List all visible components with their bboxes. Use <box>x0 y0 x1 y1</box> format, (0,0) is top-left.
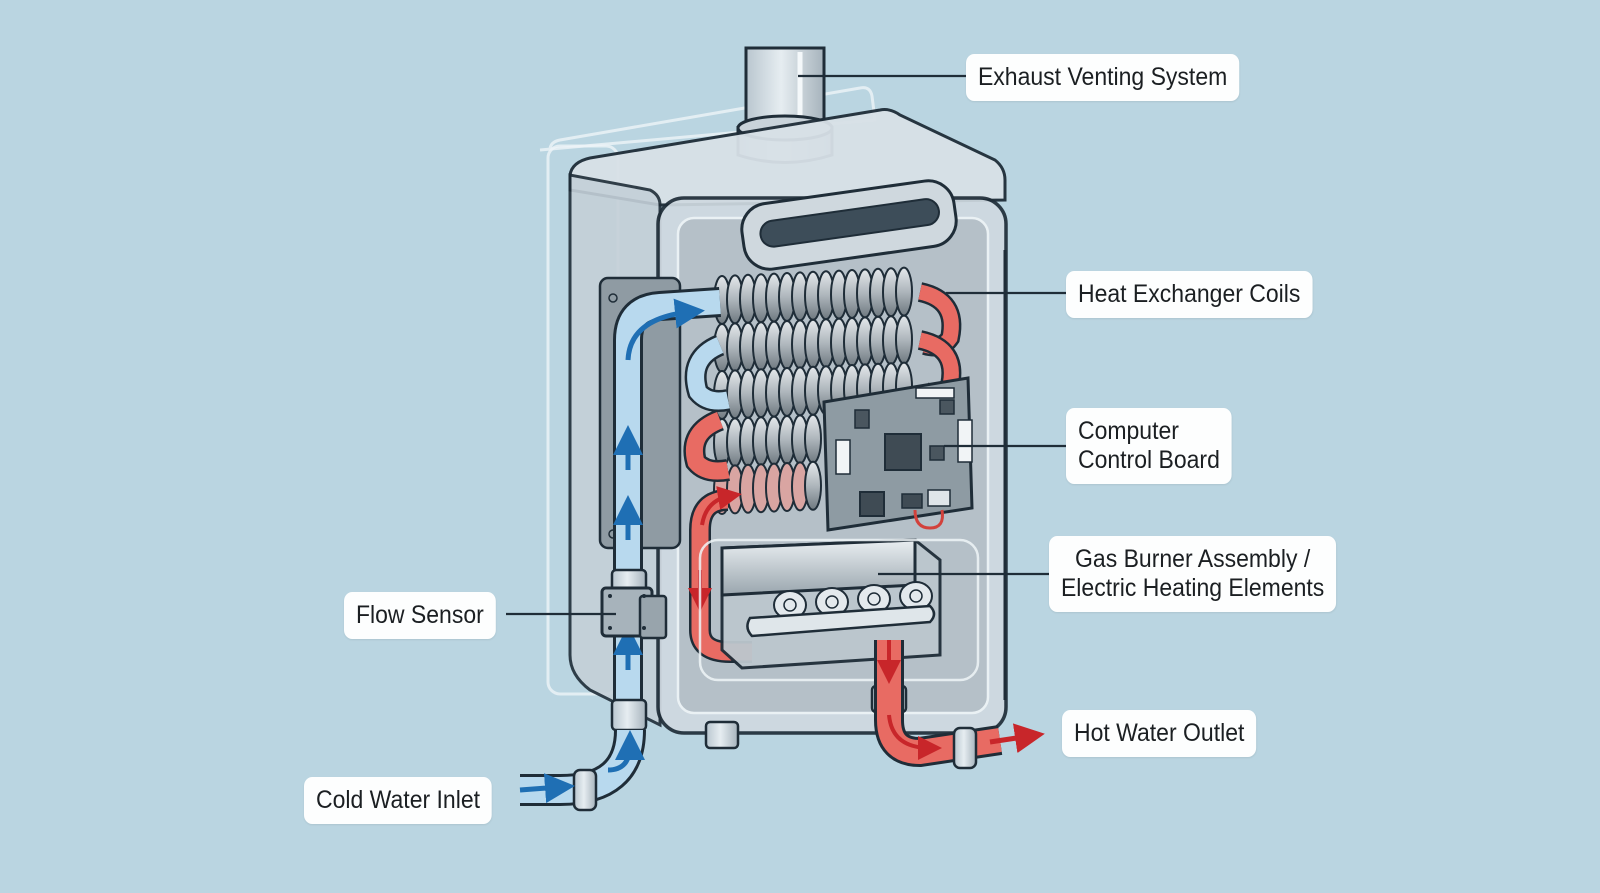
cold-water-inlet-pipe <box>519 729 646 812</box>
label-text: Cold Water Inlet <box>315 786 481 814</box>
heating-element-core <box>825 595 839 609</box>
label-flow-sensor: Flow Sensor <box>344 592 496 639</box>
leader-lines <box>506 74 1068 700</box>
heating-element-core <box>867 592 881 606</box>
label-exhaust-venting-system: Exhaust Venting System <box>966 54 1240 101</box>
label-text-line2: Electric Heating Elements <box>1060 574 1325 602</box>
hot-water-outlet-pipe <box>874 640 1045 770</box>
coil-ring <box>804 413 822 464</box>
label-text: Flow Sensor <box>355 601 484 629</box>
label-text: Heat Exchanger Coils <box>1077 280 1301 308</box>
cold-water-pipe <box>613 287 721 720</box>
burner-tubes <box>773 581 933 620</box>
coil-ring <box>895 266 913 317</box>
flow-sensor-block <box>600 568 668 640</box>
label-text-line1: Computer <box>1077 417 1179 445</box>
burner-assembly <box>698 538 980 682</box>
label-heat-exchanger-coils: Heat Exchanger Coils <box>1066 271 1313 318</box>
label-computer-control-board: Computer Control Board <box>1066 408 1232 484</box>
label-cold-water-inlet: Cold Water Inlet <box>304 777 492 824</box>
coil-ring <box>804 460 822 511</box>
heating-element-core <box>909 589 923 603</box>
label-hot-water-outlet: Hot Water Outlet <box>1062 710 1257 757</box>
label-text: Hot Water Outlet <box>1073 719 1245 747</box>
control-board <box>822 376 974 532</box>
label-gas-burner-assembly: Gas Burner Assembly / Electric Heating E… <box>1049 536 1337 612</box>
label-text-line1: Gas Burner Assembly / <box>1075 545 1311 573</box>
coil-ring <box>895 314 913 365</box>
heating-element-core <box>783 598 797 612</box>
label-text-line2: Control Board <box>1077 446 1220 474</box>
label-text: Exhaust Venting System <box>977 63 1228 91</box>
